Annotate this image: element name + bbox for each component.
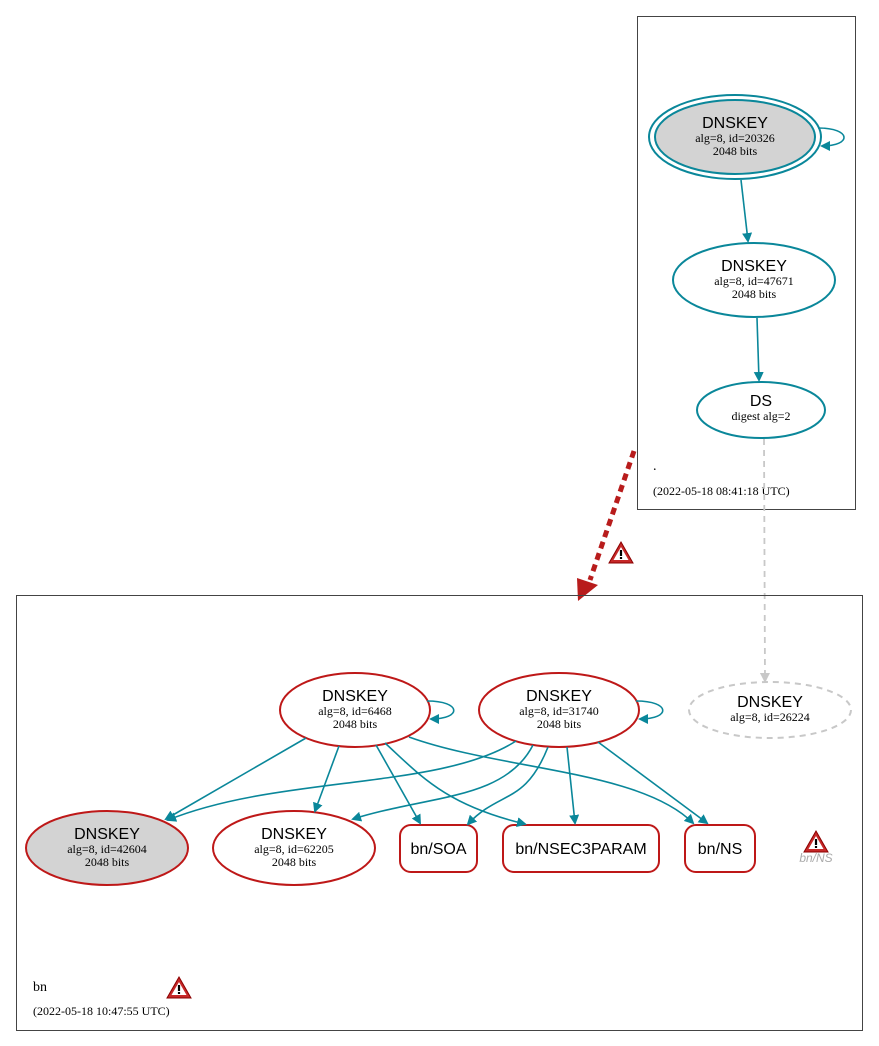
edge-6468-to-nsec3param xyxy=(384,742,527,828)
delegation-arrowhead xyxy=(577,578,598,601)
node-alg-id: alg=8, id=62205 xyxy=(254,842,334,856)
bn-zone-box xyxy=(16,595,863,1031)
node-label: bn/NS xyxy=(698,841,742,858)
root-zone-label: . xyxy=(653,459,657,474)
node-root-ksk[interactable]: DNSKEY alg=8, id=20326 2048 bits xyxy=(648,94,822,180)
node-bn-nsec3param[interactable]: bn/NSEC3PARAM xyxy=(502,824,660,873)
edge-root-ksk-to-zsk xyxy=(740,179,753,243)
edge-31740-to-nsec3param xyxy=(566,746,580,825)
node-alg-id: alg=8, id=31740 xyxy=(519,704,599,718)
node-bn-soa[interactable]: bn/SOA xyxy=(399,824,478,873)
edge-root-ksk-self xyxy=(817,127,845,151)
node-alg-id: alg=8, id=42604 xyxy=(67,842,147,856)
node-label: bn/SOA xyxy=(410,841,466,858)
node-title: DNSKEY xyxy=(737,694,803,711)
bn-ns-warning-label: bn/NS xyxy=(799,851,832,865)
node-root-ds[interactable]: DS digest alg=2 xyxy=(696,381,826,439)
node-root-zsk[interactable]: DNSKEY alg=8, id=47671 2048 bits xyxy=(672,242,836,318)
edge-31740-to-soa xyxy=(466,746,549,826)
node-bn-ns[interactable]: bn/NS xyxy=(684,824,756,873)
node-bn-dnskey-31740[interactable]: DNSKEY alg=8, id=31740 2048 bits xyxy=(478,672,640,748)
bn-zone-timestamp: (2022-05-18 10:47:55 UTC) xyxy=(33,1004,170,1018)
node-title: DNSKEY xyxy=(322,688,388,705)
edge-ds-to-bn-26224 xyxy=(759,438,770,683)
node-bn-dnskey-62205[interactable]: DNSKEY alg=8, id=62205 2048 bits xyxy=(212,810,376,886)
node-title: DS xyxy=(750,393,772,410)
edge-31740-to-42604 xyxy=(166,740,517,822)
node-bits: 2048 bits xyxy=(272,855,317,869)
edge-31740-to-62205 xyxy=(351,744,534,822)
warning-triangle-icon xyxy=(803,830,829,853)
edge-31740-to-ns xyxy=(597,741,709,825)
node-label: bn/NSEC3PARAM xyxy=(515,841,646,858)
node-title: DNSKEY xyxy=(721,258,787,275)
node-bits: 2048 bits xyxy=(333,717,378,731)
root-zone-timestamp: (2022-05-18 08:41:18 UTC) xyxy=(653,484,790,498)
node-bits: 2048 bits xyxy=(713,144,758,158)
node-title: DNSKEY xyxy=(702,115,768,132)
node-bn-dnskey-42604[interactable]: DNSKEY alg=8, id=42604 2048 bits xyxy=(25,810,189,886)
node-bits: 2048 bits xyxy=(85,855,130,869)
edge-root-zsk-to-ds xyxy=(753,317,764,382)
node-digest: digest alg=2 xyxy=(731,409,790,423)
edge-6468-to-ns xyxy=(408,736,695,825)
node-bits: 2048 bits xyxy=(537,717,582,731)
delegation-warning-icon[interactable] xyxy=(608,541,634,564)
edge-6468-to-62205 xyxy=(313,745,340,813)
node-alg-id: alg=8, id=47671 xyxy=(714,274,794,288)
bn-zone-warning-icon[interactable] xyxy=(166,976,192,999)
bn-ns-warning[interactable]: bn/NS xyxy=(799,830,833,865)
edge-delegation-root-to-bn xyxy=(587,450,637,581)
edge-bn-6468-self xyxy=(426,700,455,724)
node-bn-dnskey-26224[interactable]: DNSKEY alg=8, id=26224 xyxy=(688,681,852,739)
node-alg-id: alg=8, id=6468 xyxy=(318,704,392,718)
bn-zone-label: bn xyxy=(33,980,47,995)
node-title: DNSKEY xyxy=(261,826,327,843)
node-bits: 2048 bits xyxy=(732,287,777,301)
node-bn-dnskey-6468[interactable]: DNSKEY alg=8, id=6468 2048 bits xyxy=(279,672,431,748)
node-title: DNSKEY xyxy=(526,688,592,705)
node-alg-id: alg=8, id=26224 xyxy=(730,710,810,724)
node-alg-id: alg=8, id=20326 xyxy=(695,131,775,145)
edge-6468-to-42604 xyxy=(164,737,307,821)
node-title: DNSKEY xyxy=(74,826,140,843)
edge-bn-31740-self xyxy=(635,700,664,724)
edge-6468-to-soa xyxy=(375,744,421,825)
root-zone-box xyxy=(637,16,856,510)
